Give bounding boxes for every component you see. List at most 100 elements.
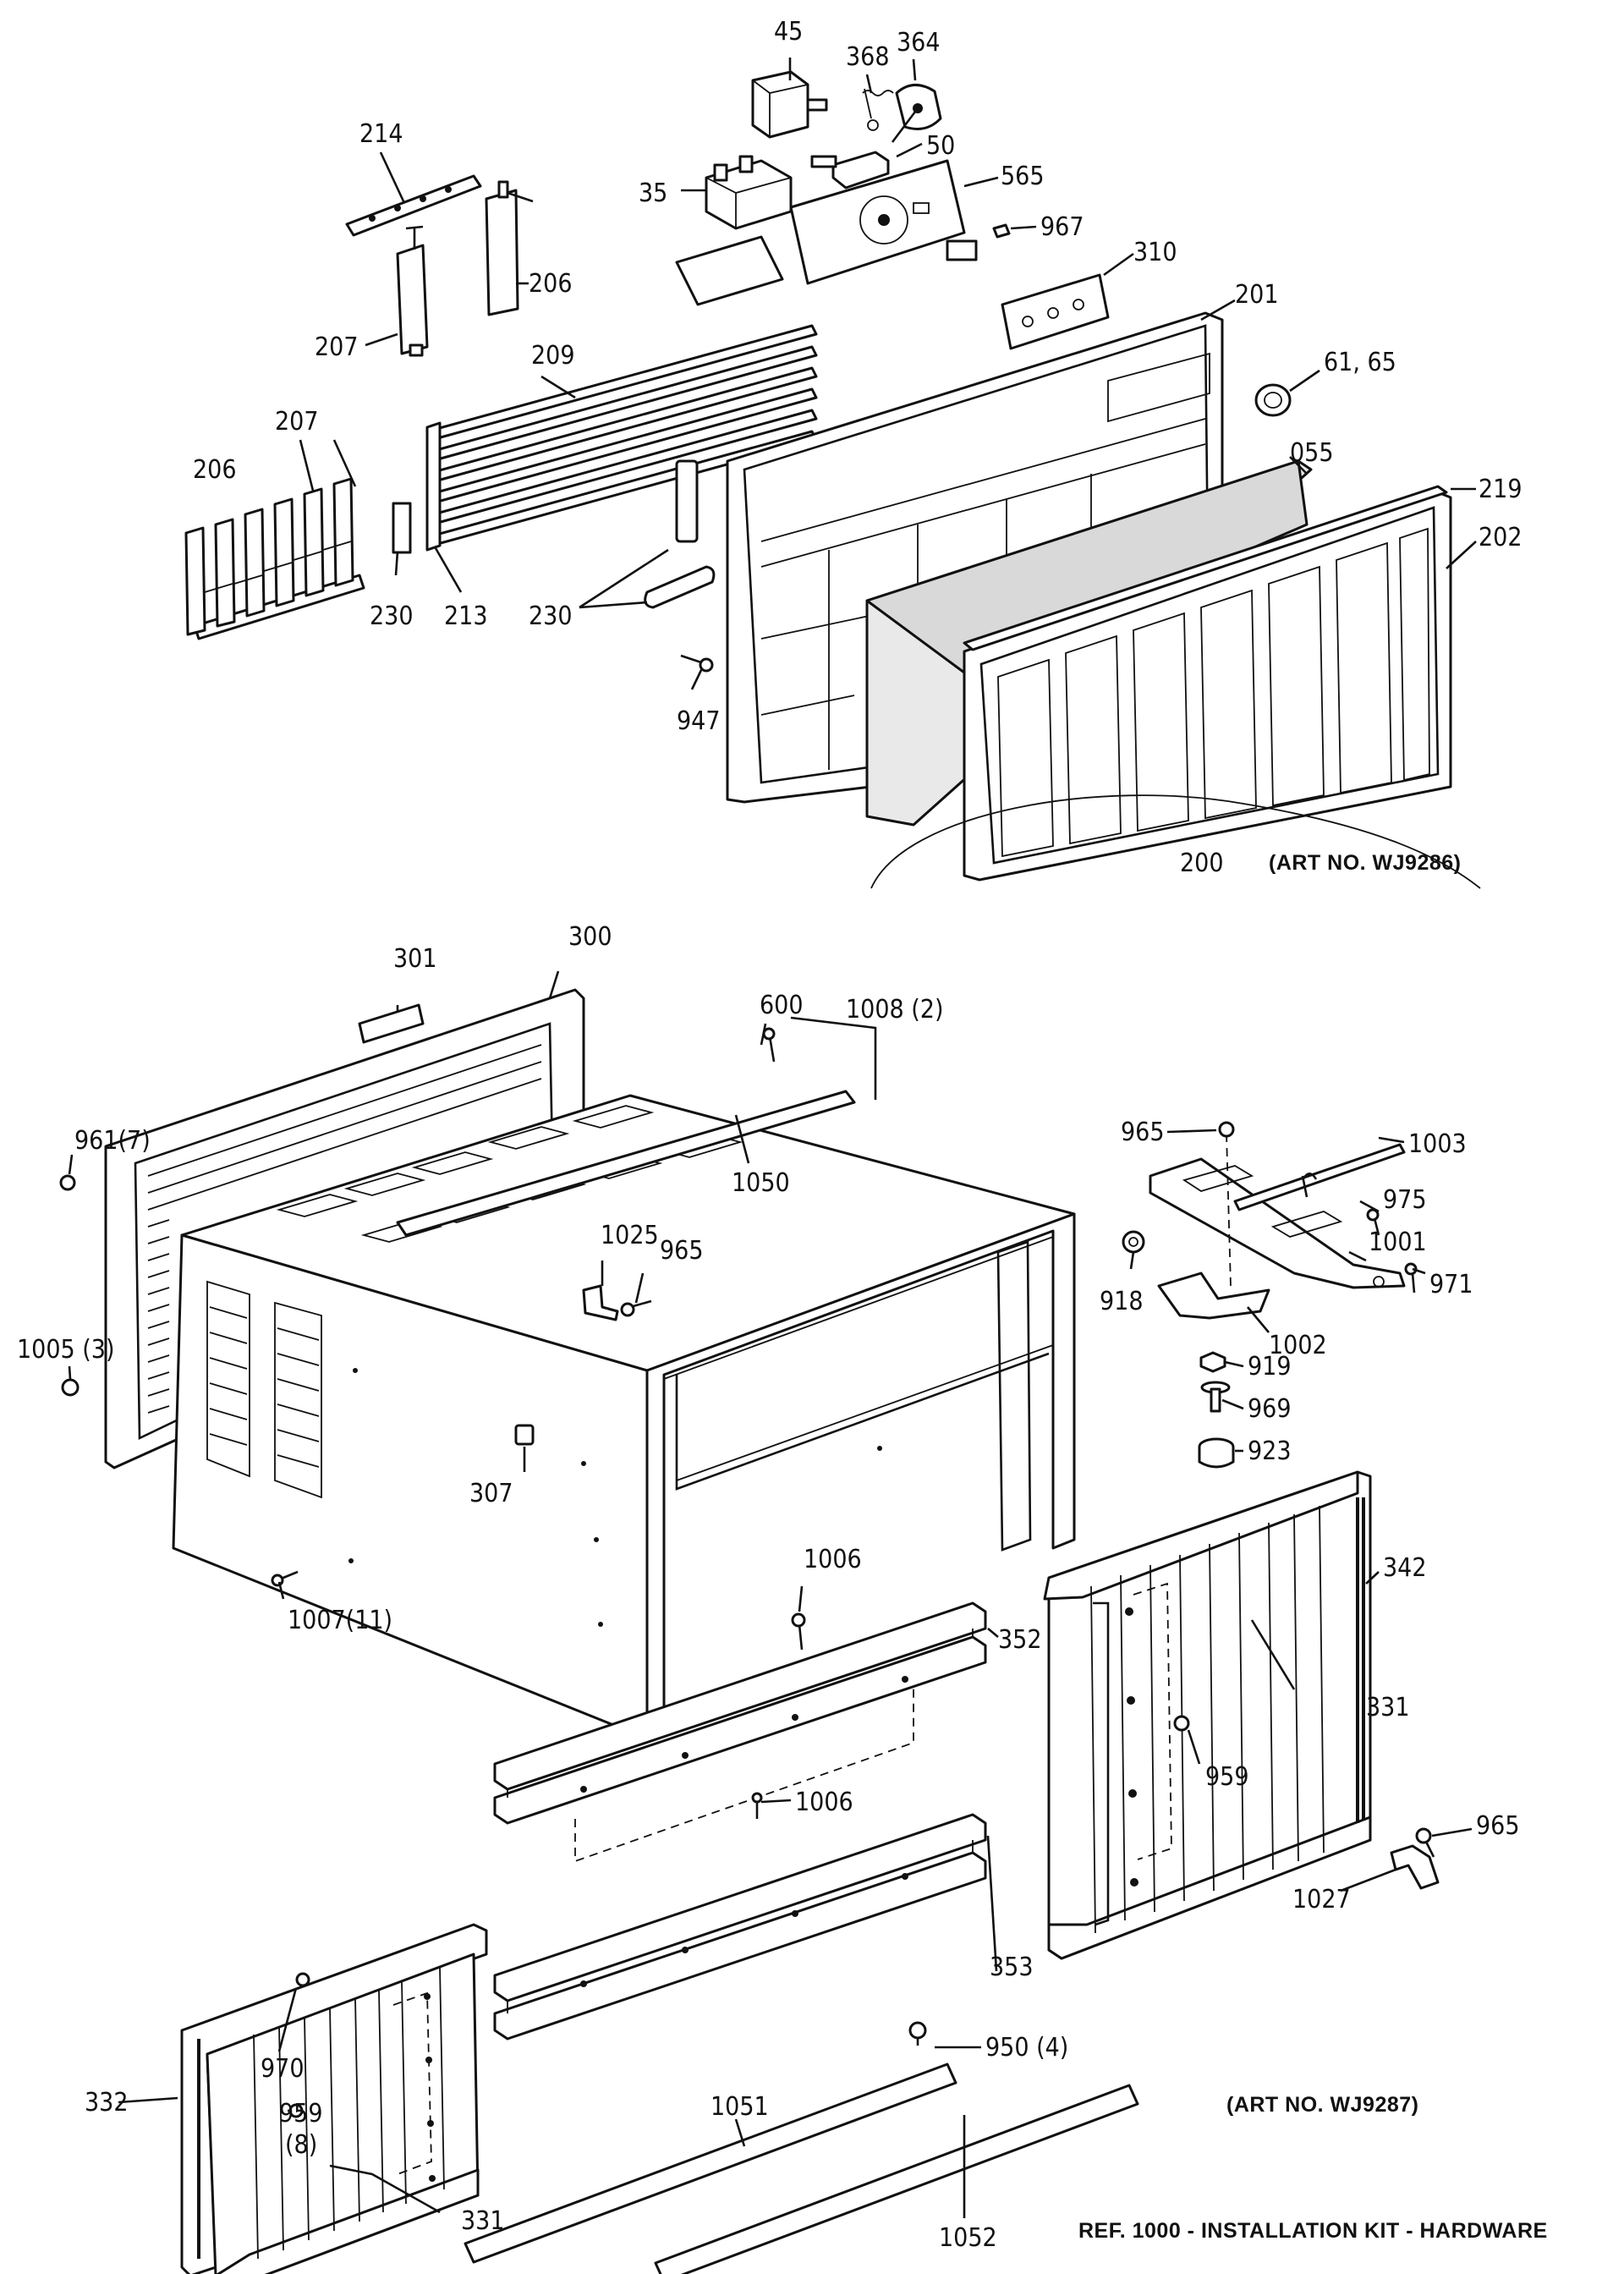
label-1003: 1003	[1408, 1129, 1467, 1159]
label-959-left: 959	[279, 2099, 323, 2128]
label-1006-b: 1006	[795, 1788, 853, 1817]
label-213: 213	[444, 601, 488, 631]
part-975-screw	[1366, 1208, 1380, 1236]
label-959-right: 959	[1205, 1762, 1249, 1792]
part-50	[810, 151, 890, 190]
label-332: 332	[85, 2088, 129, 2117]
part-307-clip	[514, 1424, 535, 1446]
part-965-screw-a	[1218, 1121, 1235, 1138]
label-970: 970	[261, 2054, 304, 2084]
label-230-a: 230	[370, 601, 414, 631]
part-310-control-plate	[1001, 273, 1110, 350]
label-1051: 1051	[710, 2092, 769, 2122]
part-35-switch	[705, 155, 793, 230]
part-230-clip-a	[392, 502, 412, 554]
part-919-nut	[1199, 1351, 1226, 1373]
label-307: 307	[469, 1479, 513, 1508]
label-969: 969	[1248, 1394, 1292, 1424]
part-352-channel	[493, 1601, 987, 1863]
label-207-rack: 207	[275, 407, 319, 437]
label-1007: 1007(11)	[288, 1606, 392, 1635]
label-353: 353	[990, 1953, 1034, 1982]
label-1027: 1027	[1292, 1885, 1351, 1914]
part-1003-rod	[1233, 1143, 1406, 1211]
label-207-top: 207	[315, 332, 359, 362]
label-1002: 1002	[1269, 1331, 1327, 1360]
part-923-grommet	[1198, 1437, 1235, 1469]
label-600: 600	[760, 991, 804, 1020]
label-1052: 1052	[939, 2223, 997, 2253]
label-565: 565	[1001, 162, 1045, 191]
caption-art-top: (ART NO. WJ9286)	[1269, 851, 1461, 875]
part-1001-bracket	[1149, 1157, 1406, 1289]
part-214-shaft	[345, 174, 482, 237]
label-1001: 1001	[1369, 1228, 1427, 1257]
part-labels: 45 368 364 214 35 50 565 967 206 310 207…	[17, 17, 1548, 2253]
label-971: 971	[1429, 1270, 1473, 1299]
part-61-65-knob	[1254, 383, 1292, 417]
label-301: 301	[393, 944, 437, 974]
part-202-grille	[963, 489, 1452, 882]
label-919: 919	[1248, 1352, 1292, 1381]
label-206-top: 206	[529, 269, 573, 299]
label-342: 342	[1383, 1553, 1427, 1583]
label-214: 214	[359, 119, 403, 149]
part-1051-rail	[464, 2063, 957, 2264]
part-45-switch	[751, 70, 828, 139]
caption-art-bottom: (ART NO. WJ9287)	[1226, 2093, 1418, 2117]
label-055: 055	[1290, 438, 1334, 468]
label-1008: 1008 (2)	[846, 995, 943, 1024]
label-206-rack: 206	[193, 455, 237, 485]
label-364: 364	[897, 28, 941, 58]
label-50: 50	[926, 131, 955, 161]
part-969-bolt	[1200, 1381, 1231, 1413]
label-331-left: 331	[461, 2206, 505, 2236]
label-200: 200	[1180, 849, 1224, 878]
part-219-strip	[963, 485, 1448, 651]
hardware-screws	[59, 1027, 776, 1587]
label-965-c: 965	[1476, 1811, 1520, 1841]
label-975: 975	[1383, 1185, 1427, 1215]
label-965-a: 965	[1121, 1118, 1165, 1147]
label-202: 202	[1479, 523, 1522, 552]
part-364-cam	[891, 84, 942, 143]
label-45: 45	[774, 17, 803, 47]
label-965-b: 965	[660, 1236, 704, 1266]
part-342-side-curtain	[1043, 1470, 1372, 1960]
label-352: 352	[998, 1625, 1042, 1655]
label-61-65: 61, 65	[1324, 348, 1396, 377]
part-1002-bracket	[1157, 1272, 1270, 1320]
label-1005: 1005 (3)	[17, 1335, 114, 1365]
part-971-screw	[1404, 1262, 1418, 1294]
part-1052-rail	[654, 2084, 1139, 2274]
label-1050: 1050	[732, 1168, 790, 1198]
part-230-clip-b	[644, 459, 716, 609]
label-1006-a: 1006	[804, 1545, 862, 1574]
label-959-left-qty: (8)	[285, 2130, 317, 2160]
label-230-b: 230	[529, 601, 573, 631]
part-950-bumper	[908, 2021, 927, 2046]
assembly-200-bracket	[870, 794, 1481, 889]
label-35: 35	[639, 179, 667, 208]
dash-line-965	[1226, 1133, 1232, 1287]
part-565-bracket	[675, 159, 978, 306]
part-206-207-vane-rack	[184, 477, 365, 640]
part-206-bracket-top	[485, 180, 534, 316]
label-310: 310	[1133, 238, 1177, 267]
label-300: 300	[568, 922, 612, 952]
part-965-screw-c	[1415, 1827, 1435, 1858]
leader-lines	[68, 58, 1477, 2218]
caption-reference: REF. 1000 - INSTALLATION KIT - HARDWARE	[1078, 2219, 1548, 2243]
label-950: 950 (4)	[985, 2033, 1068, 2063]
part-1006-screw-a	[791, 1612, 806, 1651]
part-332-side-curtain	[180, 1923, 488, 2274]
part-1006-screw-b	[751, 1792, 763, 1819]
part-207-bracket-top	[396, 225, 429, 357]
label-201: 201	[1235, 280, 1279, 310]
part-1025-clip	[582, 1284, 619, 1321]
part-947-screw	[680, 654, 714, 673]
part-918-nut	[1122, 1230, 1145, 1254]
label-368: 368	[846, 42, 890, 72]
